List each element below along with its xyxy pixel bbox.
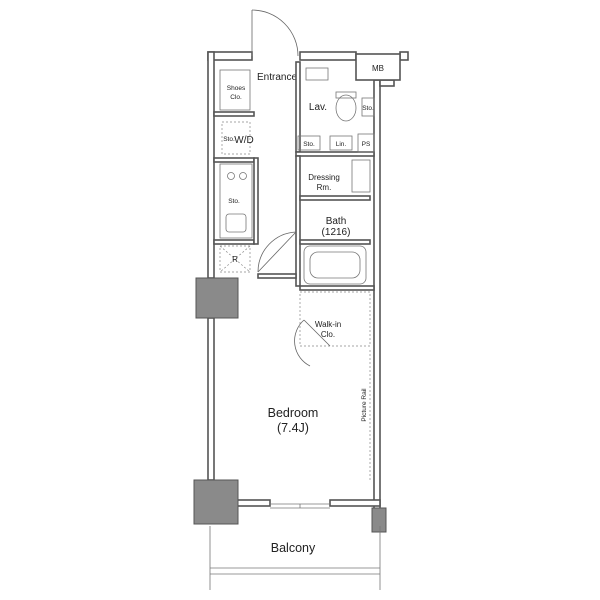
- kitchen-counter: [219, 163, 253, 239]
- lin-label: Lin.: [336, 141, 347, 148]
- mb-box: [355, 53, 401, 81]
- walkin-door[interactable]: [294, 319, 331, 367]
- dressing-label-1: Dressing: [308, 173, 340, 182]
- walkin-label-1: Walk-in: [315, 320, 341, 329]
- dressing-label-2: Rm.: [317, 183, 332, 192]
- ps-box: [357, 133, 375, 153]
- stove-burner-icon: [227, 172, 235, 180]
- lin-box: [329, 135, 353, 151]
- sto-wc-label: Sto.: [362, 105, 374, 112]
- structural-column: [195, 277, 239, 319]
- shoes-closet: [219, 69, 251, 111]
- walkin-closet: [299, 291, 371, 347]
- bathtub: [303, 245, 367, 285]
- lav-label: Lav.: [309, 102, 327, 113]
- ps-label: PS: [362, 141, 371, 148]
- wd-label: W/D: [234, 135, 253, 146]
- toilet-icon: [335, 94, 357, 122]
- picture-rail-label: Picture Rail: [361, 388, 368, 422]
- kitchen-sink: [225, 213, 247, 233]
- sto-wd-label: Sto.: [223, 136, 235, 143]
- walkin-label-2: Clo.: [321, 330, 335, 339]
- balcony-railing: [209, 526, 381, 590]
- shoes-clo-label-2: Clo.: [230, 94, 242, 101]
- balcony-window[interactable]: [270, 503, 330, 509]
- sto-kitchen-label: Sto.: [228, 198, 240, 205]
- sink-counter: [305, 67, 329, 81]
- bath-label-1: Bath: [326, 216, 347, 227]
- sto-small-box: [297, 135, 321, 151]
- bedroom-label-2: (7.4J): [277, 421, 309, 435]
- bedroom-label-1: Bedroom: [268, 406, 319, 420]
- sto-wc-box: [361, 97, 375, 117]
- stove-burner-icon: [239, 172, 247, 180]
- wd-area: [221, 121, 251, 155]
- refrigerator-label: R: [232, 255, 238, 264]
- bath-label-2: (1216): [322, 227, 351, 238]
- shoes-clo-label-1: Shoes: [227, 85, 246, 92]
- entrance-label: Entrance: [257, 72, 297, 83]
- mb-label: MB: [372, 64, 384, 73]
- sto-small-label: Sto.: [303, 141, 315, 148]
- balcony-label: Balcony: [271, 541, 316, 555]
- entrance-door[interactable]: [251, 9, 299, 57]
- structural-column: [371, 507, 387, 533]
- kitchen-door[interactable]: [257, 231, 297, 273]
- structural-column: [193, 479, 239, 525]
- interior-walls: [213, 61, 375, 291]
- dressing-vanity: [351, 159, 371, 193]
